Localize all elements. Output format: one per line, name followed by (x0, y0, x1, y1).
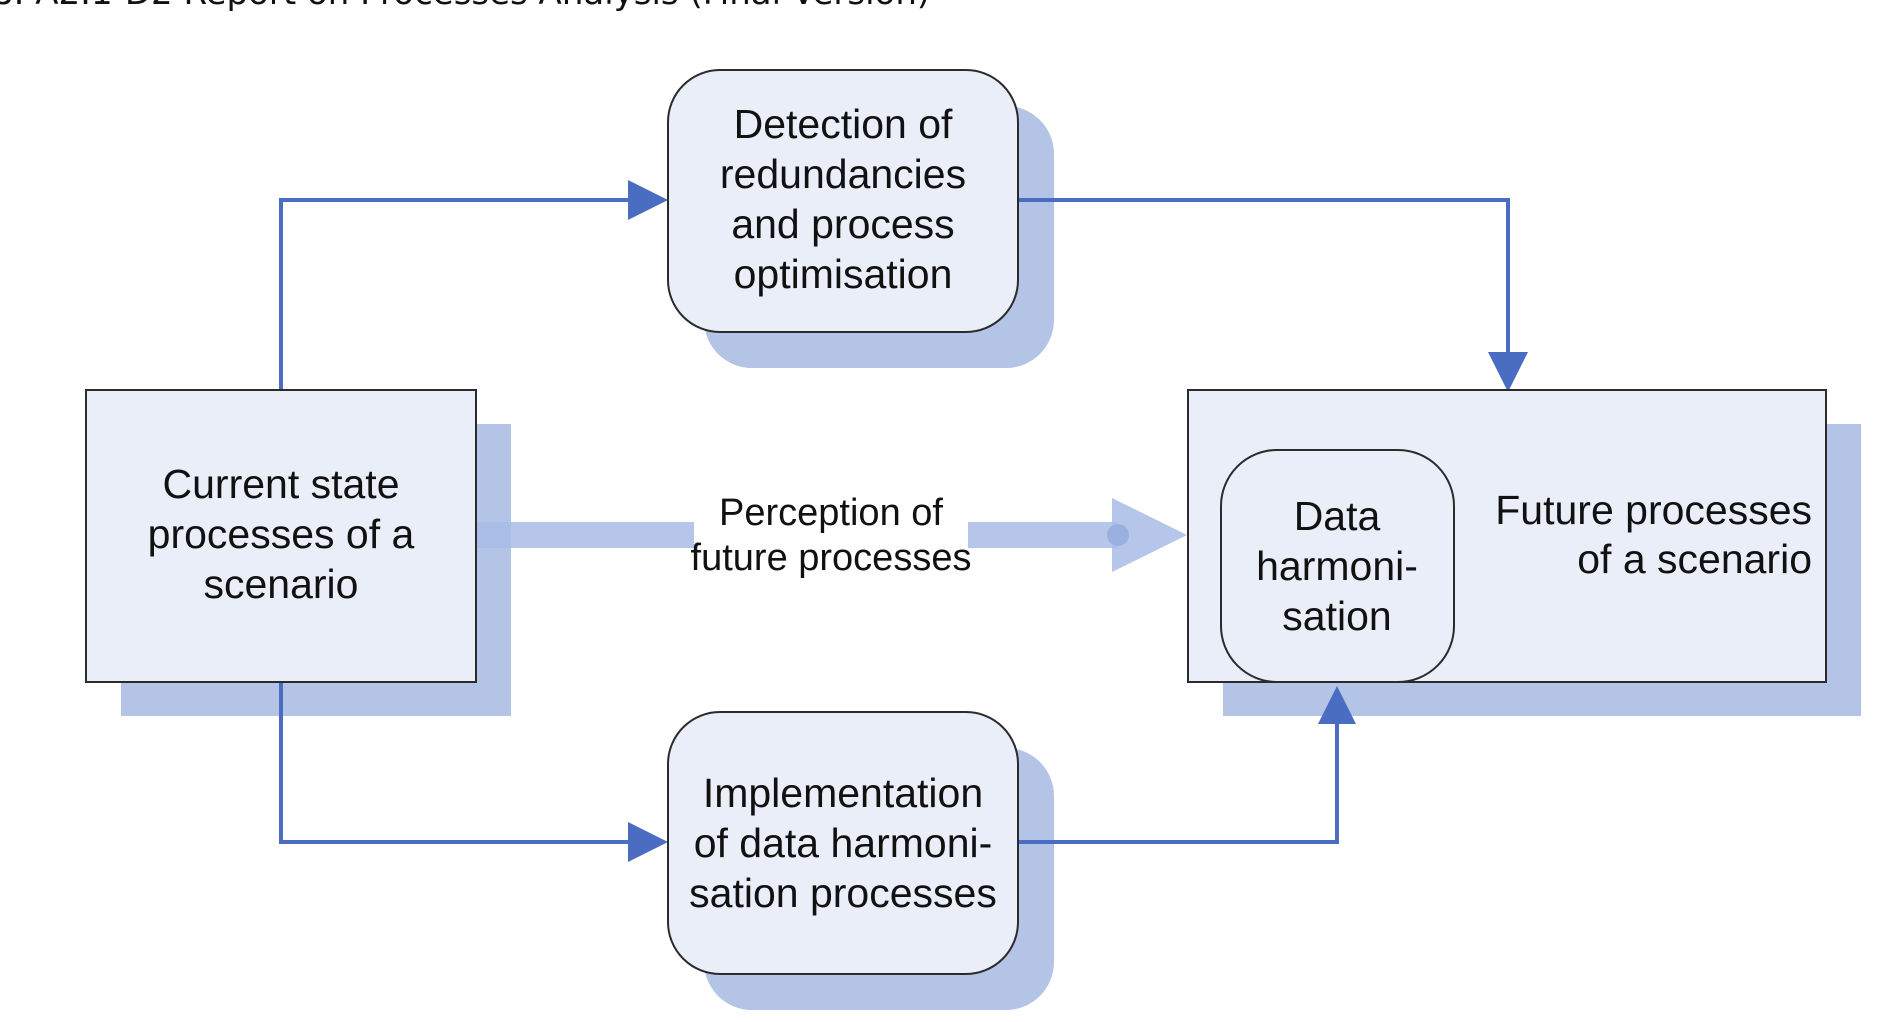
arrowhead-to-future (1488, 352, 1528, 392)
text-line: of data harmoni- (694, 820, 993, 866)
text-line: future processes (691, 537, 972, 579)
arrowhead-to-detection (628, 180, 668, 220)
current-state-box (85, 389, 477, 683)
connectors (279, 198, 1510, 844)
perception-arrow-dot (1107, 524, 1129, 546)
text-line: harmoni- (1256, 543, 1418, 589)
perception-arrow-shaft-left (476, 522, 694, 548)
text-line: Current state (163, 461, 400, 507)
text-line: Future processes (1495, 487, 1812, 533)
text-line: sation processes (689, 870, 997, 916)
implementation-box (667, 711, 1019, 975)
detection-box (667, 69, 1019, 333)
perception-arrowhead (1112, 498, 1187, 572)
text-line: redundancies (720, 151, 966, 197)
connector-detection-to-future (1018, 198, 1510, 356)
text-line: of a scenario (1577, 536, 1812, 582)
arrowheads (628, 180, 1528, 862)
data-harmonisation-box (1220, 449, 1455, 683)
text-line: processes of a (148, 511, 415, 557)
text-line: Data (1294, 493, 1381, 539)
arrowhead-to-harmonisation (1318, 686, 1356, 724)
connector-implementation-to-harmonisation (1018, 722, 1339, 844)
text-line: Implementation (703, 770, 983, 816)
connector-current-to-detection (279, 198, 638, 390)
connector-current-to-implementation (279, 683, 638, 844)
text-line: Perception of (719, 492, 943, 534)
text-line: scenario (204, 561, 359, 607)
perception-arrow-shaft-right (968, 522, 1118, 548)
document-header: 8. A2.1-D2 Report on Processes Analysis … (0, 0, 930, 13)
text-line: and process (731, 201, 954, 247)
perception-arrow (476, 498, 1187, 572)
text-line: sation (1282, 593, 1391, 639)
text-line: Detection of (734, 101, 953, 147)
arrowhead-to-implementation (628, 822, 668, 862)
text-line: optimisation (734, 251, 953, 297)
